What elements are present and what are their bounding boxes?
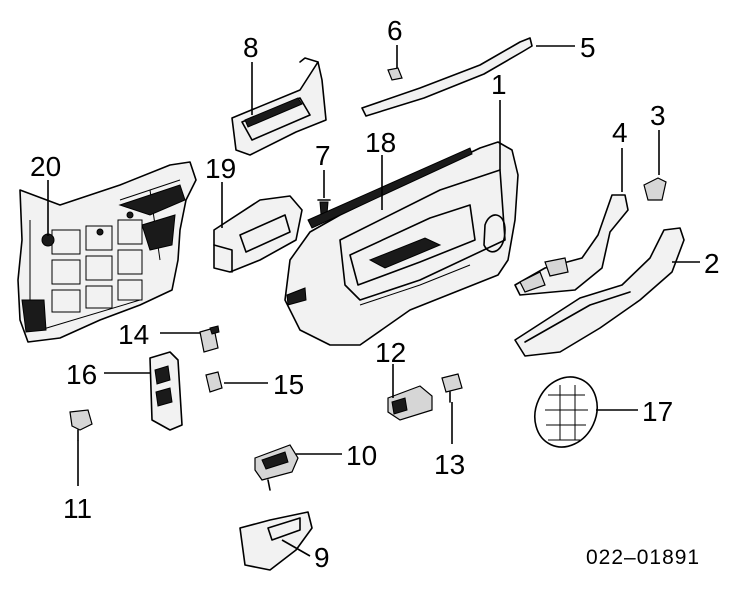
callout-9: 9 [314, 542, 330, 573]
callout-18: 18 [365, 127, 396, 158]
callout-16: 16 [66, 359, 97, 390]
part-4-bracket [514, 194, 629, 296]
part-17-speaker-grille [534, 376, 598, 448]
callout-5: 5 [580, 32, 596, 63]
part-13-fastener [441, 373, 463, 403]
part-15-switch [205, 371, 223, 393]
callout-10: 10 [346, 440, 377, 471]
part-9-trim-cover [239, 511, 313, 571]
callout-20: 20 [30, 151, 61, 182]
callout-1: 1 [491, 69, 507, 100]
part-12-switch [387, 385, 433, 421]
part-18-edge-seal [307, 147, 473, 229]
part-8-pull-pocket [231, 57, 327, 156]
callout-numbers: 1 2 3 4 5 6 7 8 9 10 11 12 13 14 15 16 1… [30, 15, 720, 573]
callout-13: 13 [434, 449, 465, 480]
part-11-clip [69, 409, 93, 441]
callout-14: 14 [118, 319, 149, 350]
callout-3: 3 [650, 100, 666, 131]
callout-8: 8 [243, 32, 259, 63]
callout-11: 11 [63, 493, 92, 524]
diagram-code: 022–01891 [586, 546, 700, 569]
callout-15: 15 [273, 369, 304, 400]
part-5-window-seal [361, 37, 533, 117]
callout-17: 17 [642, 396, 673, 427]
part-3-clip [643, 177, 667, 201]
callout-12: 12 [375, 337, 406, 368]
part-6-clip [387, 67, 403, 81]
callout-4: 4 [612, 117, 628, 148]
callout-2: 2 [704, 248, 720, 279]
callout-19: 19 [205, 153, 236, 184]
part-16-switch-block [149, 351, 183, 431]
part-20-door-carrier [17, 161, 197, 343]
part-19-armrest-cover [213, 195, 303, 273]
callout-7: 7 [315, 140, 331, 171]
part-1-door-trim-panel [284, 141, 519, 346]
part-10-switch [254, 444, 299, 491]
part-14-switch-cap [199, 325, 220, 353]
callout-6: 6 [387, 15, 403, 46]
part-2-armrest [514, 227, 685, 357]
leader-lines [47, 45, 700, 557]
